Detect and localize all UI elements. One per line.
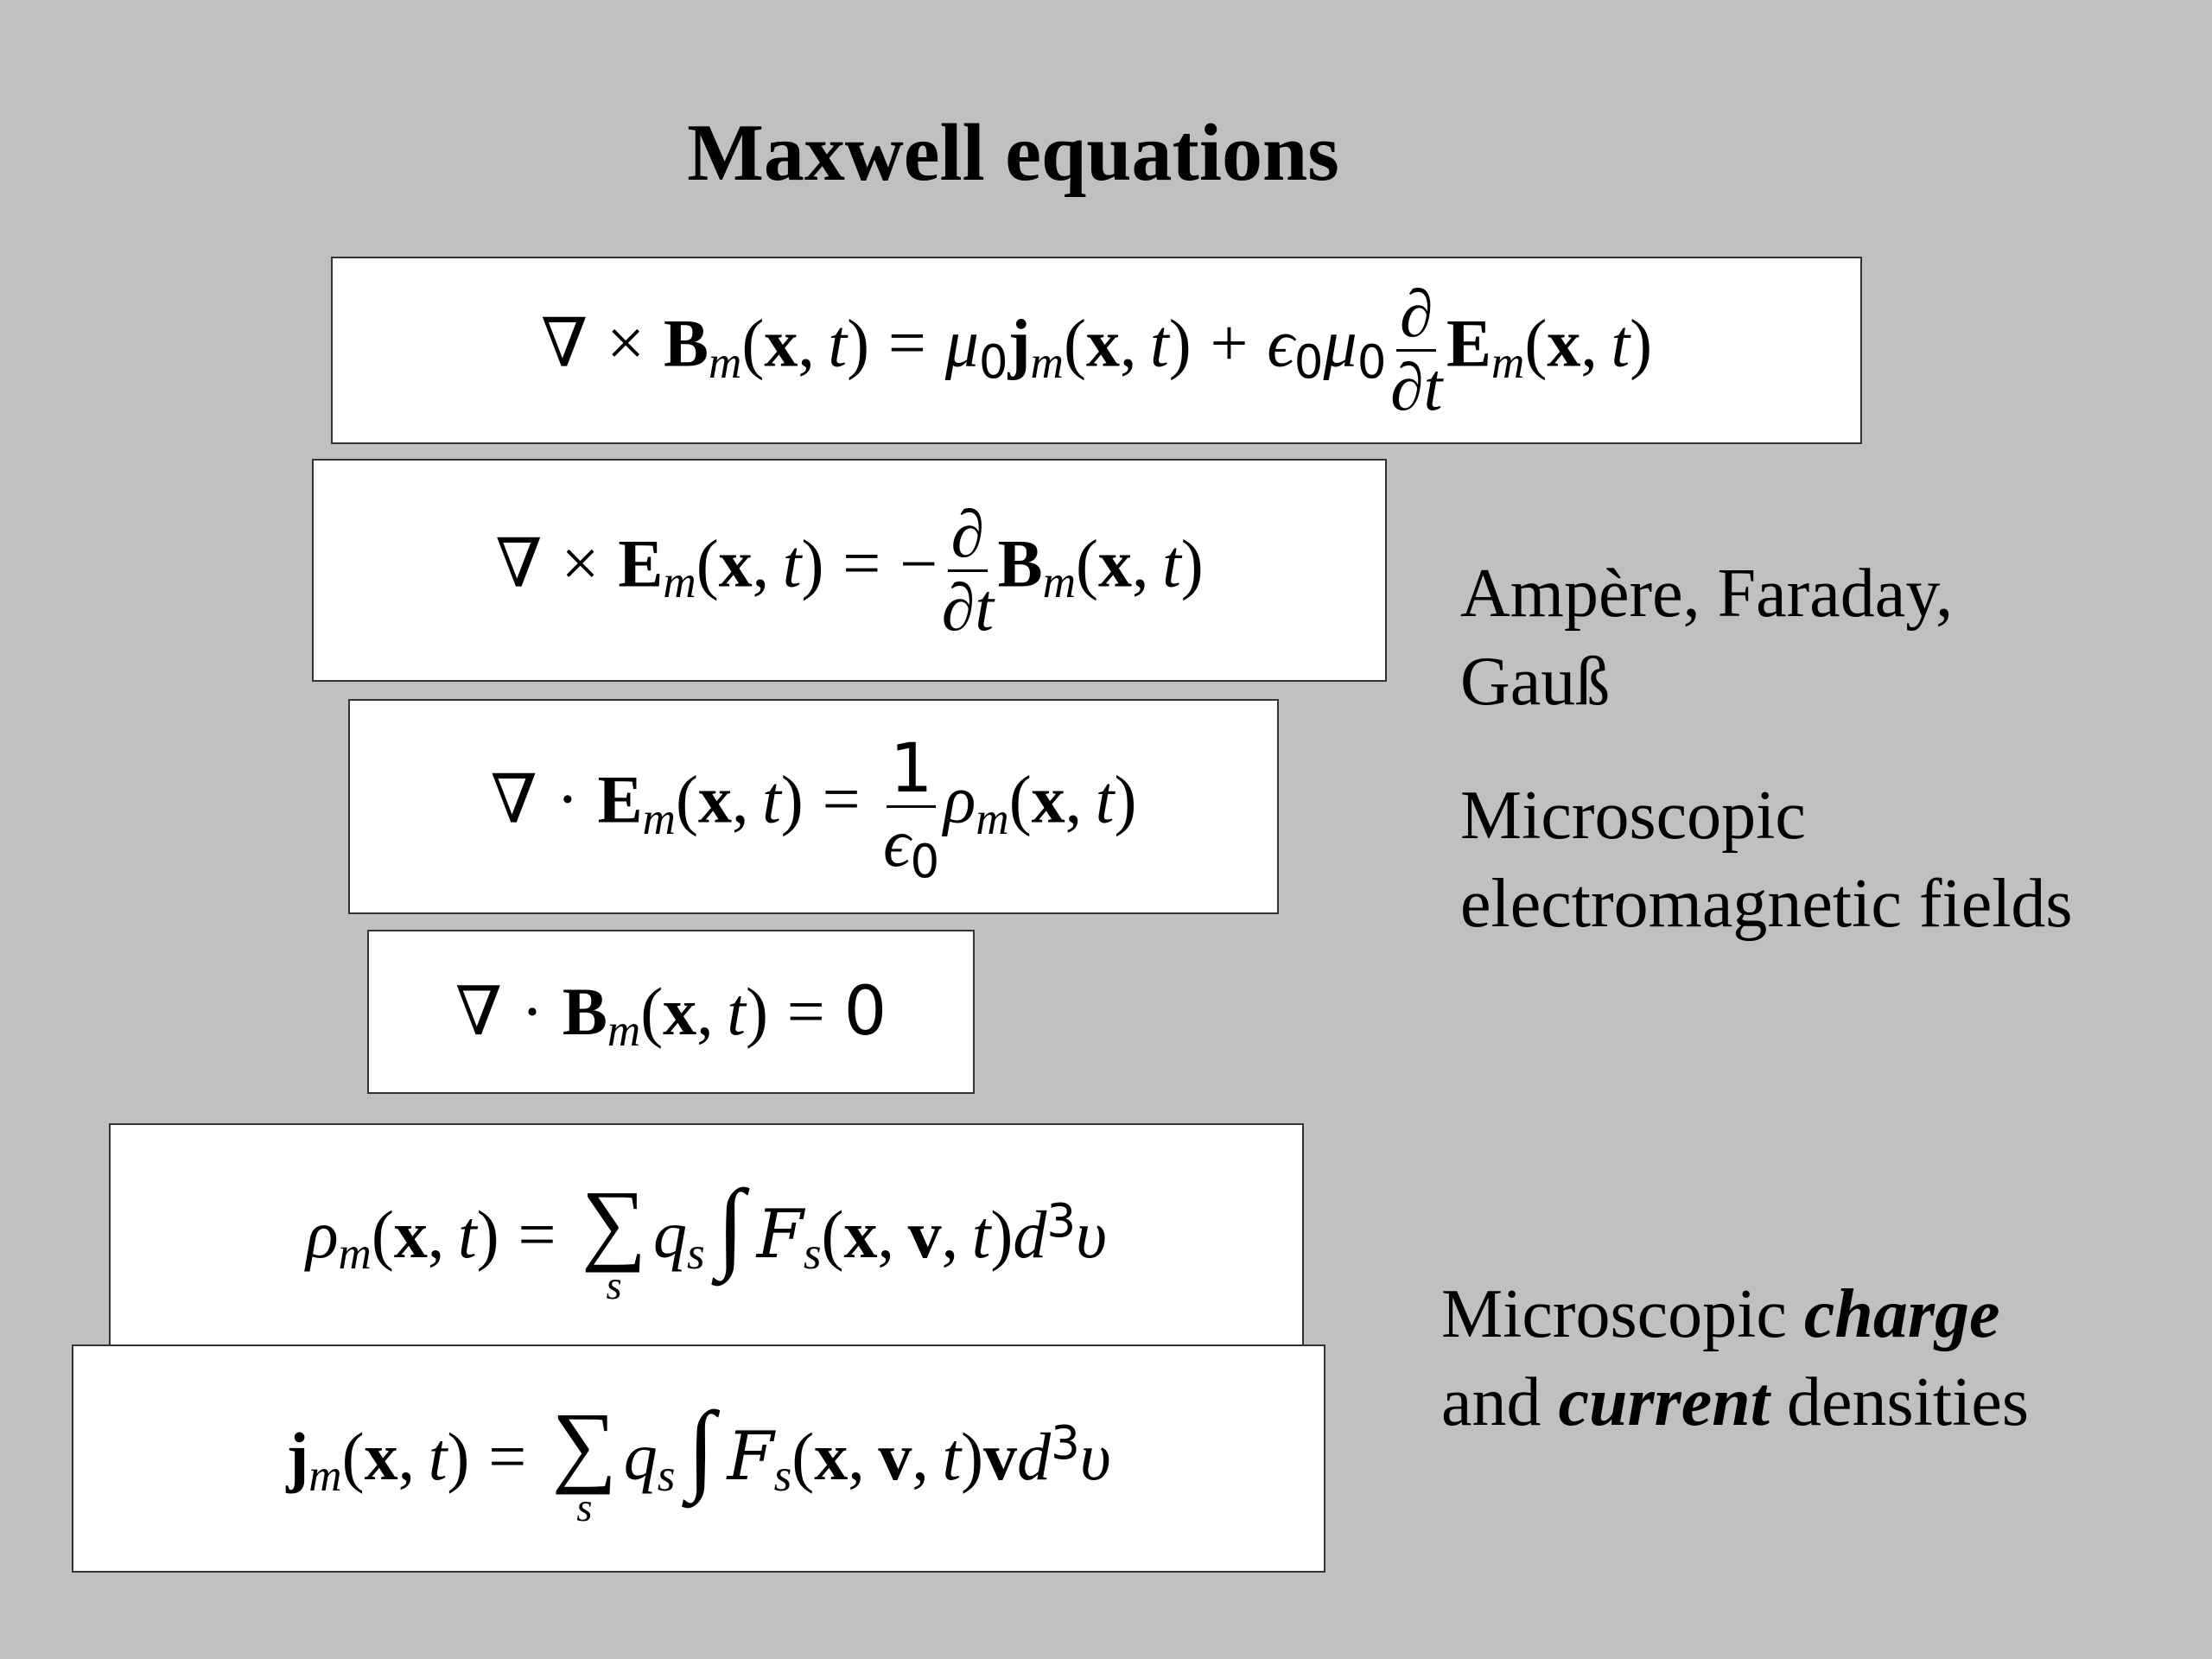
densities-note-line2: and current densities bbox=[1441, 1358, 2029, 1446]
charge-emphasis: charge bbox=[1803, 1276, 2000, 1352]
fields-note-line2: electromagnetic fields bbox=[1460, 866, 2073, 943]
current-emphasis: current bbox=[1558, 1364, 1770, 1441]
densities-prefix: Microscopic bbox=[1441, 1276, 1804, 1352]
fields-note-line1: Microscopic bbox=[1460, 778, 1806, 854]
gauss-magnetic-equation: ∇·Bm(x, t)=0 bbox=[454, 973, 887, 1057]
densities-note-line1: Microscopic charge bbox=[1441, 1270, 2029, 1358]
laws-note: Ampère, Faraday, Gauß bbox=[1460, 550, 1953, 727]
page-title: Maxwell equations bbox=[687, 108, 1339, 198]
fields-note: Microscopic electromagnetic fields bbox=[1460, 772, 2073, 949]
laws-note-line2: Gauß bbox=[1460, 644, 1611, 721]
densities-and: and bbox=[1441, 1364, 1559, 1441]
laws-note-line1: Ampère, Faraday, bbox=[1460, 556, 1954, 632]
densities-note: Microscopic charge and current densities bbox=[1441, 1270, 2029, 1447]
densities-suffix: densities bbox=[1770, 1364, 2029, 1441]
gauss-magnetic-equation-box: ∇·Bm(x, t)=0 bbox=[367, 930, 975, 1094]
